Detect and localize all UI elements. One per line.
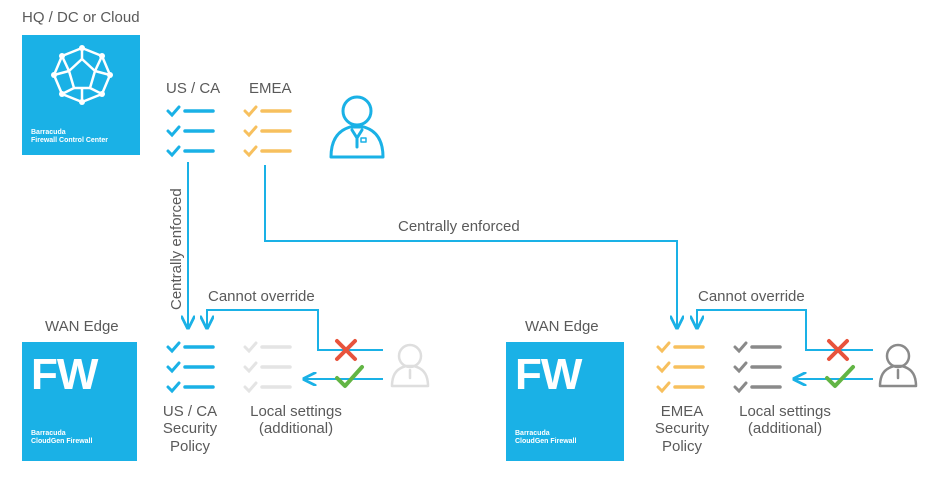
- checklist-us-ca-icon: [166, 105, 215, 158]
- connector-right-cannot-override: [697, 309, 873, 351]
- check-mark: [733, 361, 748, 374]
- centrally-enforced-vertical-label: Centrally enforced: [168, 188, 185, 310]
- right-fw-logo: FW: [515, 350, 582, 399]
- left-local-caption: Local settings (additional): [236, 403, 356, 438]
- check-mark: [166, 341, 181, 354]
- network-globe-icon: [51, 45, 113, 105]
- right-policy-line2: Security: [654, 420, 710, 438]
- policy-us-ca-label: US / CA: [166, 80, 221, 97]
- left-policy-line1: US / CA: [162, 403, 218, 420]
- check-mark: [656, 341, 671, 354]
- left-wan-edge-title: WAN Edge: [45, 318, 119, 335]
- check-mark: [733, 341, 748, 354]
- allow-check-icon-left: [335, 365, 364, 388]
- left-policy-line3: Policy: [169, 437, 210, 455]
- left-cannot-override-label: Cannot override: [208, 288, 315, 305]
- connector-emea-enforced: [264, 165, 677, 328]
- checklist-emea-icon: [243, 105, 292, 158]
- local-user-icon-left: [390, 343, 430, 388]
- check-mark: [166, 361, 181, 374]
- left-logo-line2: CloudGen Firewall: [31, 438, 93, 446]
- left-policy-line2: Security: [162, 420, 218, 438]
- check-mark: [656, 361, 671, 374]
- right-policy-caption: EMEA Security Policy: [642, 403, 722, 455]
- check-mark: [243, 145, 258, 158]
- left-local-line1: Local settings: [250, 403, 342, 420]
- left-cloudgen-firewall-box: FW Barracuda CloudGen Firewall: [22, 342, 137, 461]
- deny-x-icon-left: [335, 339, 357, 361]
- checklist-right-policy-icon: [656, 341, 705, 394]
- hq-logo-line2: Firewall Control Center: [31, 137, 109, 145]
- right-policy-line1: EMEA: [660, 403, 704, 420]
- left-logo-line1: Barracuda: [31, 430, 66, 437]
- left-local-line2: (additional): [258, 420, 334, 438]
- check-mark: [166, 145, 181, 158]
- check-mark: [733, 381, 748, 394]
- right-logo-line2: CloudGen Firewall: [515, 438, 577, 446]
- right-local-caption: Local settings (additional): [725, 403, 845, 438]
- connector-left-cannot-override: [207, 309, 383, 351]
- check-mark: [243, 105, 258, 118]
- policy-emea-label: EMEA: [249, 80, 292, 97]
- right-wan-edge-title: WAN Edge: [525, 318, 599, 335]
- check-mark: [243, 341, 258, 354]
- left-fw-logo: FW: [31, 350, 98, 399]
- check-mark: [166, 381, 181, 394]
- checklist-right-local-icon: [733, 341, 782, 394]
- checklist-left-policy-icon: [166, 341, 215, 394]
- right-policy-line3: Policy: [661, 437, 702, 455]
- right-logo-line1: Barracuda: [515, 430, 550, 437]
- right-local-line1: Local settings: [739, 403, 831, 420]
- right-cannot-override-label: Cannot override: [698, 288, 805, 305]
- hq-title: HQ / DC or Cloud: [22, 9, 140, 26]
- checklist-left-local-icon: [243, 341, 292, 394]
- check-mark: [166, 125, 181, 138]
- check-mark: [243, 361, 258, 374]
- right-cloudgen-firewall-box: FW Barracuda CloudGen Firewall: [506, 342, 624, 461]
- centrally-enforced-horizontal-label: Centrally enforced: [398, 218, 520, 235]
- admin-user-icon: [329, 95, 385, 159]
- allow-check-icon-right: [825, 365, 855, 388]
- check-mark: [166, 105, 181, 118]
- left-policy-caption: US / CA Security Policy: [150, 403, 230, 455]
- check-mark: [243, 125, 258, 138]
- firewall-control-center-box: Barracuda Firewall Control Center: [22, 35, 140, 155]
- check-mark: [656, 381, 671, 394]
- hq-logo-line1: Barracuda: [31, 129, 66, 136]
- deny-x-icon-right: [827, 339, 849, 361]
- check-mark: [243, 381, 258, 394]
- local-user-icon-right: [878, 343, 918, 388]
- right-local-line2: (additional): [747, 420, 823, 438]
